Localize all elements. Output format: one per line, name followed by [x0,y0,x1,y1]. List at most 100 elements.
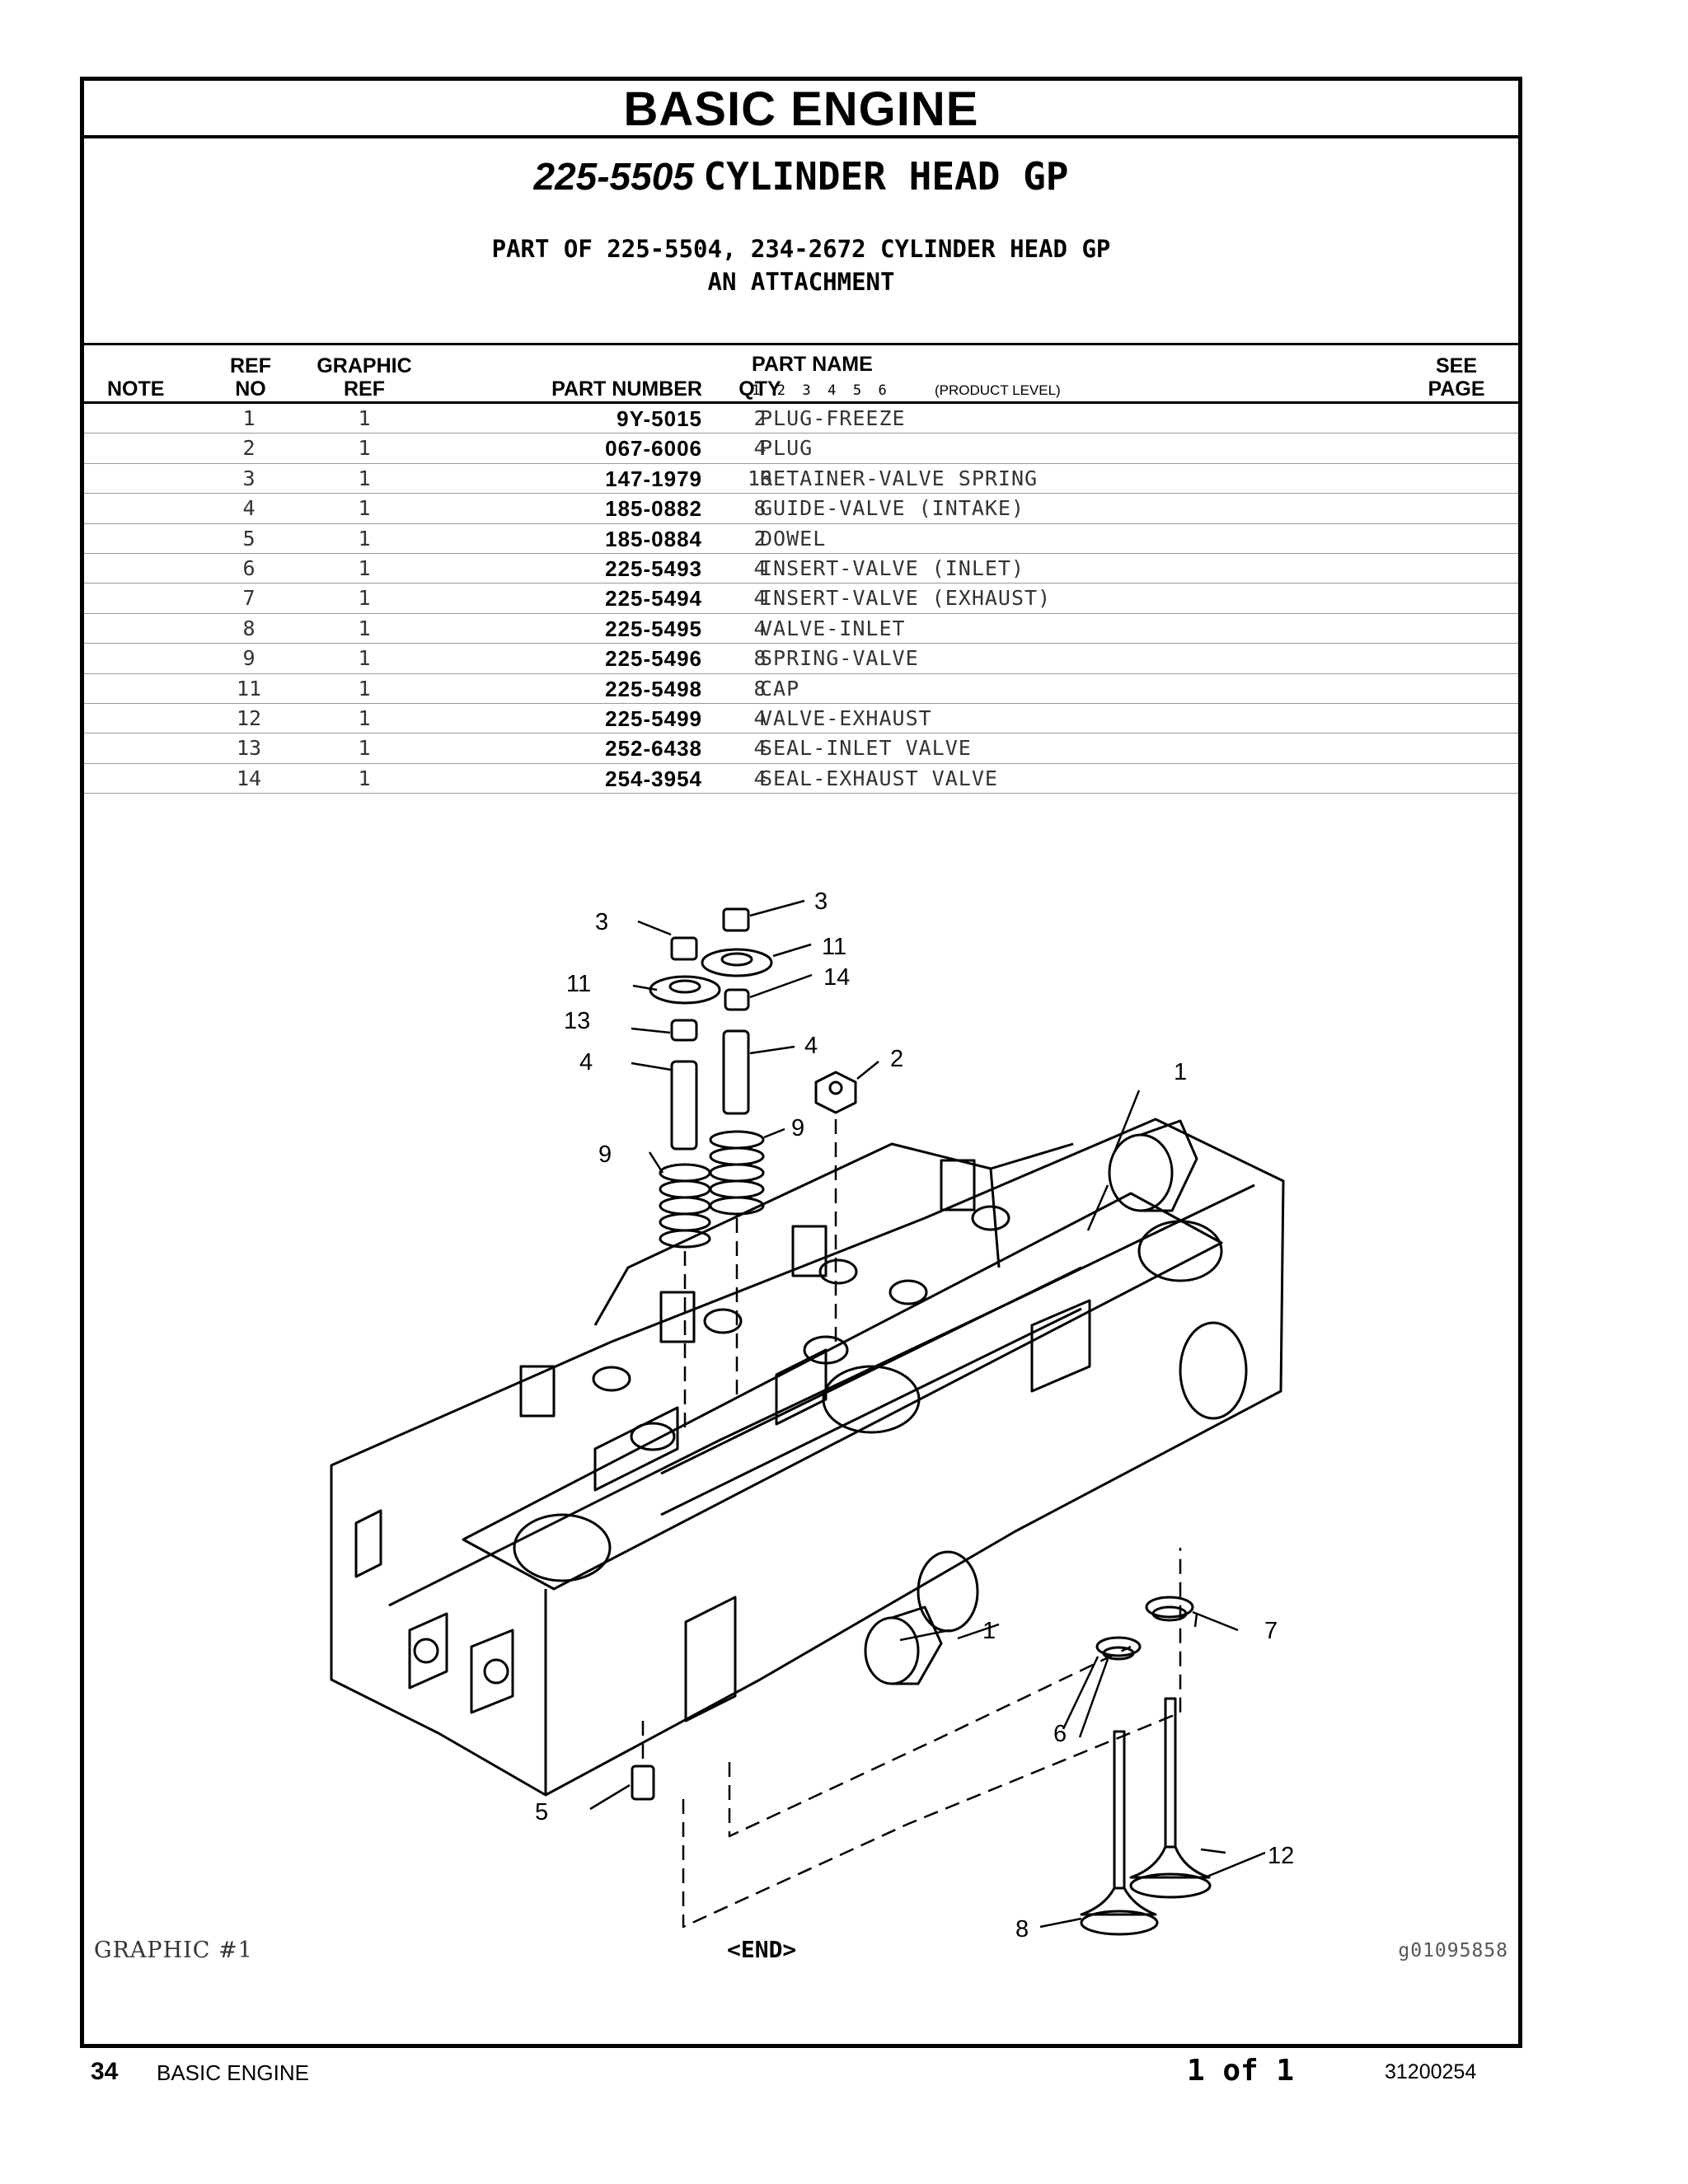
qty: 2 [753,526,767,551]
callout-8: 8 [1015,1916,1029,1943]
callout-9-left: 9 [598,1141,612,1168]
document-code: 31200254 [1385,2060,1477,2083]
part-name: RETAINER-VALVE SPRING [760,466,1039,490]
col-graphic-ref-1: GRAPHIC [316,354,412,377]
valve-guide-right [722,1029,750,1115]
group-name: CYLINDER HEAD GP [703,154,1069,199]
valve-seal-right [724,988,750,1011]
ref-no: 6 [242,555,256,580]
freeze-plug-front [864,1605,943,1685]
valve-cap-right [701,948,773,977]
part-number[interactable]: 067-6006 [605,436,702,462]
callout-7: 7 [1264,1618,1278,1644]
parts-table-header: NOTE REF NO GRAPHIC REF PART NUMBER QTY … [84,353,1518,401]
table-header-divider [84,401,1518,404]
valve-insert-exhaust [1145,1596,1194,1622]
callout-12: 12 [1268,1843,1294,1869]
graphic-ref: 1 [358,736,371,761]
part-name: INSERT-VALVE (EXHAUST) [760,586,1052,611]
col-see-page-1: SEE [1435,354,1478,377]
valve-seal-left [670,1019,698,1042]
part-number[interactable]: 147-1979 [605,466,702,491]
qty: 8 [753,496,767,521]
ref-no: 8 [242,616,256,640]
part-number[interactable]: 254-3954 [605,766,702,791]
part-number[interactable]: 9Y-5015 [617,406,702,431]
qty: 4 [753,736,767,761]
group-number: 225-5505 [533,155,694,198]
callout-labels: 3 3 11 11 14 13 4 4 2 1 9 9 1 7 6 12 5 8 [535,888,1294,1943]
part-number[interactable]: 225-5496 [605,646,702,672]
part-of-line: PART OF 225-5504, 234-2672 CYLINDER HEAD… [491,235,1111,263]
qty: 4 [753,766,767,790]
attachment-line: AN ATTACHMENT [707,268,895,296]
graphic-ref: 1 [358,466,371,490]
part-name: INSERT-VALVE (INLET) [760,555,1025,580]
col-ref-no-1: REF [230,354,271,377]
callout-11-right: 11 [822,934,846,960]
graphic-ref: 1 [358,616,371,640]
graphic-ref: 1 [358,705,371,730]
ref-no: 11 [236,676,262,701]
graphic-ref: 1 [358,766,371,790]
valve-cap-left [649,975,721,1005]
valve-insert-inlet [1095,1636,1142,1661]
part-number[interactable]: 225-5499 [605,705,702,731]
col-note: NOTE [107,377,165,401]
qty: 8 [753,676,767,701]
dowel [631,1765,655,1801]
threaded-plug [814,1071,857,1114]
part-number[interactable]: 185-0882 [605,496,702,522]
callout-4-left: 4 [579,1049,593,1076]
callout-1-top: 1 [1174,1059,1187,1085]
part-number[interactable]: 225-5498 [605,676,702,701]
part-name: GUIDE-VALVE (INTAKE) [760,496,1025,521]
callout-13: 13 [564,1008,590,1034]
callout-11-left: 11 [566,971,591,997]
qty: 4 [753,555,767,580]
graphic-ref: 1 [358,436,371,461]
qty: 16 [747,466,773,490]
part-number[interactable]: 225-5493 [605,555,702,581]
graphic-ref: 1 [358,496,371,521]
ref-no: 13 [236,736,262,761]
part-number[interactable]: 185-0884 [605,526,702,551]
valve-retainer-right [722,907,750,932]
exhaust-valve [1129,1697,1212,1899]
valve-spring-left [659,1163,711,1249]
qty: 4 [753,436,767,461]
col-part-number: PART NUMBER [551,377,702,401]
part-name: CAP [760,676,800,701]
header-divider [84,343,1518,345]
col-ref-no-2: NO [235,377,266,401]
callout-14: 14 [823,964,850,991]
ref-no: 12 [236,705,262,730]
part-number[interactable]: 252-6438 [605,736,702,762]
page-section: BASIC ENGINE [157,2060,309,2085]
graphic-label: GRAPHIC #1 [94,1938,253,1963]
col-see-page-2: PAGE [1428,377,1485,401]
valve-spring-right [709,1130,765,1216]
part-number[interactable]: 225-5495 [605,616,702,641]
ref-no: 4 [242,496,256,521]
inlet-valve [1080,1730,1159,1936]
cylinder-head-exploded-drawing: 3 3 11 11 14 13 4 4 2 1 9 9 1 7 6 12 5 8 [330,888,1294,1943]
part-name: PLUG-FREEZE [760,406,906,430]
section-title: BASIC ENGINE [84,81,1518,138]
end-marker: <END> [727,1936,797,1963]
col-product-levels: 1 2 3 4 5 6 [752,382,887,399]
part-number[interactable]: 225-5494 [605,586,702,612]
qty: 4 [753,616,767,640]
callout-3-right: 3 [814,888,828,915]
